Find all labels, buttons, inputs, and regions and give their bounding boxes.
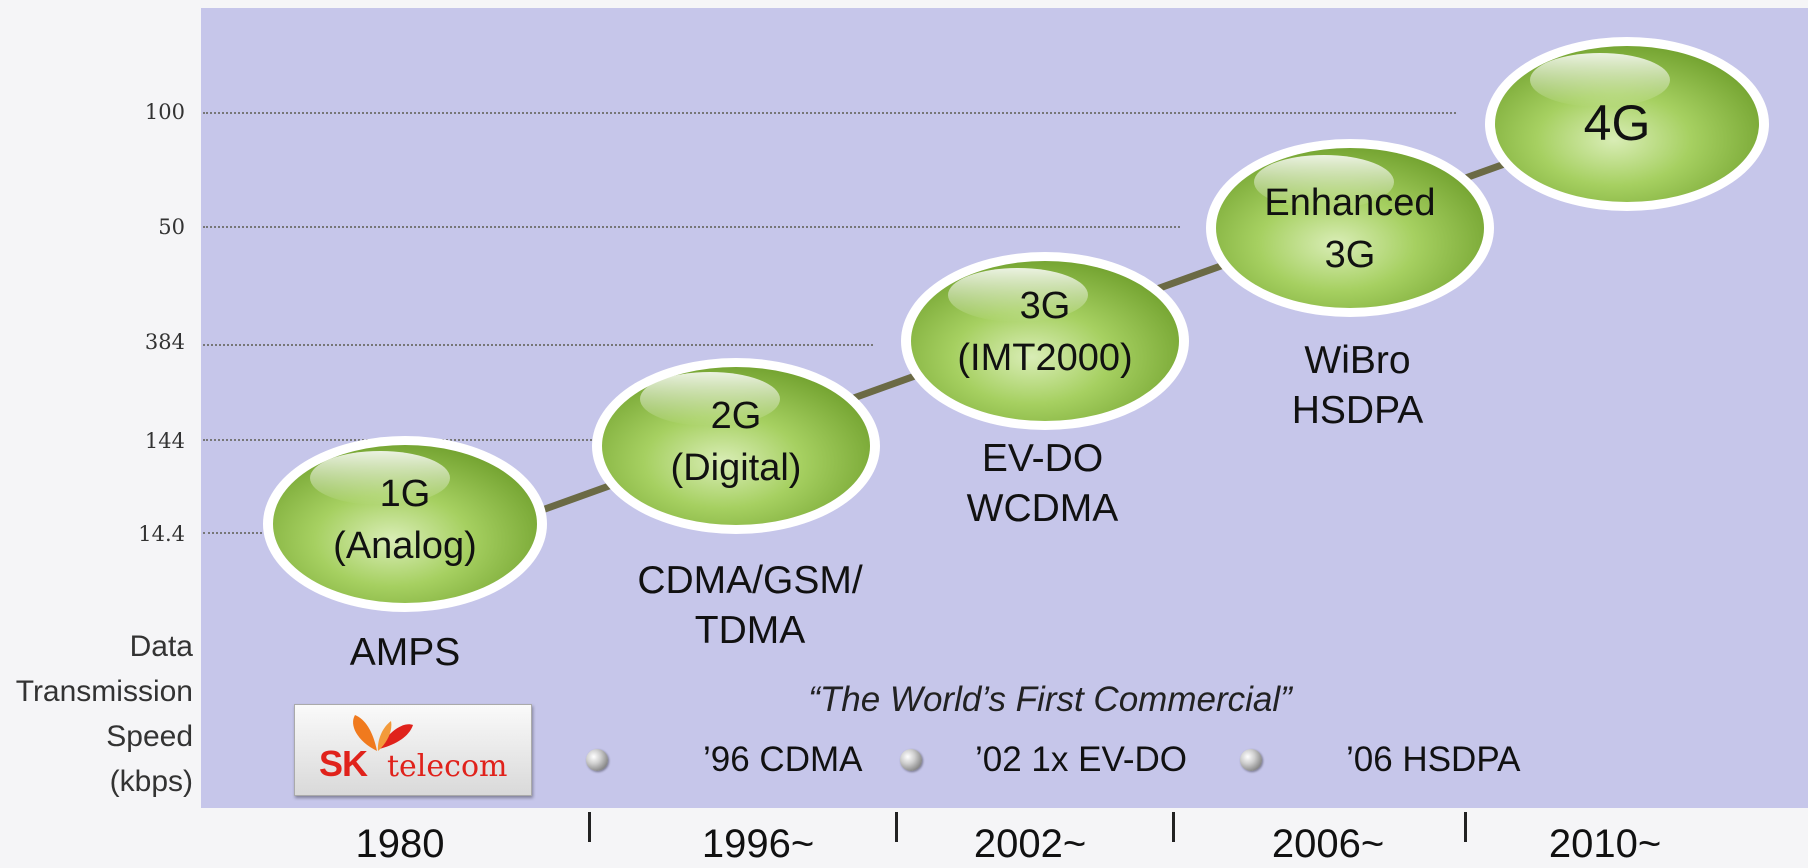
generation-label-1g: 1G (Analog)	[305, 468, 505, 572]
bullet-icon	[586, 749, 608, 771]
tech-line: TDMA	[694, 609, 806, 652]
sk-telecom-logo: SK telecom	[294, 704, 532, 796]
milestone-cdma: ’96 CDMA	[703, 740, 863, 779]
tech-line: EV-DO	[981, 437, 1104, 480]
y-tick-label: 100	[144, 100, 185, 124]
bubble-1g	[263, 436, 547, 612]
bullet-icon	[1240, 749, 1262, 771]
axis-title-line: Data	[129, 630, 193, 663]
butterfly-icon	[353, 715, 413, 751]
bubble-enhanced-3g	[1206, 139, 1494, 317]
axis-title-line: Speed	[106, 720, 193, 753]
timeline-year: 2006~	[1271, 822, 1385, 866]
generation-label-3g: 3G (IMT2000)	[935, 280, 1155, 384]
y-tick-label: 14.4	[138, 522, 185, 546]
gen-line: 2G	[710, 395, 762, 437]
gen-line: 1G	[379, 473, 431, 515]
gen-line: (IMT2000)	[957, 337, 1133, 379]
timeline-separator	[588, 812, 591, 842]
gen-line: (Digital)	[670, 447, 802, 489]
axis-title-line: (kbps)	[109, 765, 193, 798]
timeline-separator	[895, 812, 898, 842]
logo-telecom-text: telecom	[387, 749, 508, 784]
milestone-hsdpa: ’06 HSDPA	[1346, 740, 1521, 779]
timeline-year: 2010~	[1548, 822, 1662, 866]
generation-label-enhanced-3g: Enhanced 3G	[1240, 177, 1460, 281]
gen-line: (Analog)	[333, 525, 477, 567]
timeline-year: 1996~	[701, 822, 815, 866]
tech-line: AMPS	[349, 631, 461, 674]
gridline	[203, 344, 873, 346]
gridline	[203, 112, 1456, 114]
technology-label-2g: CDMA/GSM/ TDMA	[600, 556, 900, 656]
gen-line: Enhanced	[1264, 182, 1436, 224]
y-axis-title: Data Transmission Speed (kbps)	[0, 624, 193, 804]
tech-line: WCDMA	[966, 487, 1119, 530]
technology-label-3g: EV-DO WCDMA	[920, 434, 1165, 534]
timeline-year: 2002~	[973, 822, 1087, 866]
y-tick-label: 50	[158, 215, 185, 239]
tech-line: CDMA/GSM/	[637, 559, 863, 602]
tech-line: WiBro	[1304, 339, 1411, 382]
y-tick-label: 144	[144, 429, 185, 453]
timeline-separator	[1464, 812, 1467, 842]
bullet-icon	[900, 749, 922, 771]
gridline	[203, 532, 278, 534]
gen-line: 3G	[1324, 234, 1376, 276]
milestone-ev-do: ’02 1x EV-DO	[975, 740, 1188, 779]
generation-label-4g: 4G	[1517, 97, 1717, 149]
gen-line: 3G	[1019, 285, 1071, 327]
gridline	[203, 226, 1180, 228]
technology-label-1g: AMPS	[285, 628, 525, 678]
bubble-2g	[592, 358, 880, 534]
timeline-year: 1980	[355, 822, 445, 866]
technology-label-enhanced-3g: WiBro HSDPA	[1235, 336, 1480, 436]
bubble-3g	[901, 252, 1189, 430]
logo-sk-text: SK	[319, 743, 368, 784]
gen-line: 4G	[1583, 95, 1651, 151]
y-tick-label: 384	[144, 330, 185, 354]
axis-title-line: Transmission	[15, 675, 193, 708]
tech-line: HSDPA	[1291, 389, 1424, 432]
world-first-title: “The World’s First Commercial”	[808, 680, 1292, 719]
timeline-separator	[1172, 812, 1175, 842]
bubble-4g	[1485, 37, 1769, 211]
generation-label-2g: 2G (Digital)	[636, 390, 836, 494]
